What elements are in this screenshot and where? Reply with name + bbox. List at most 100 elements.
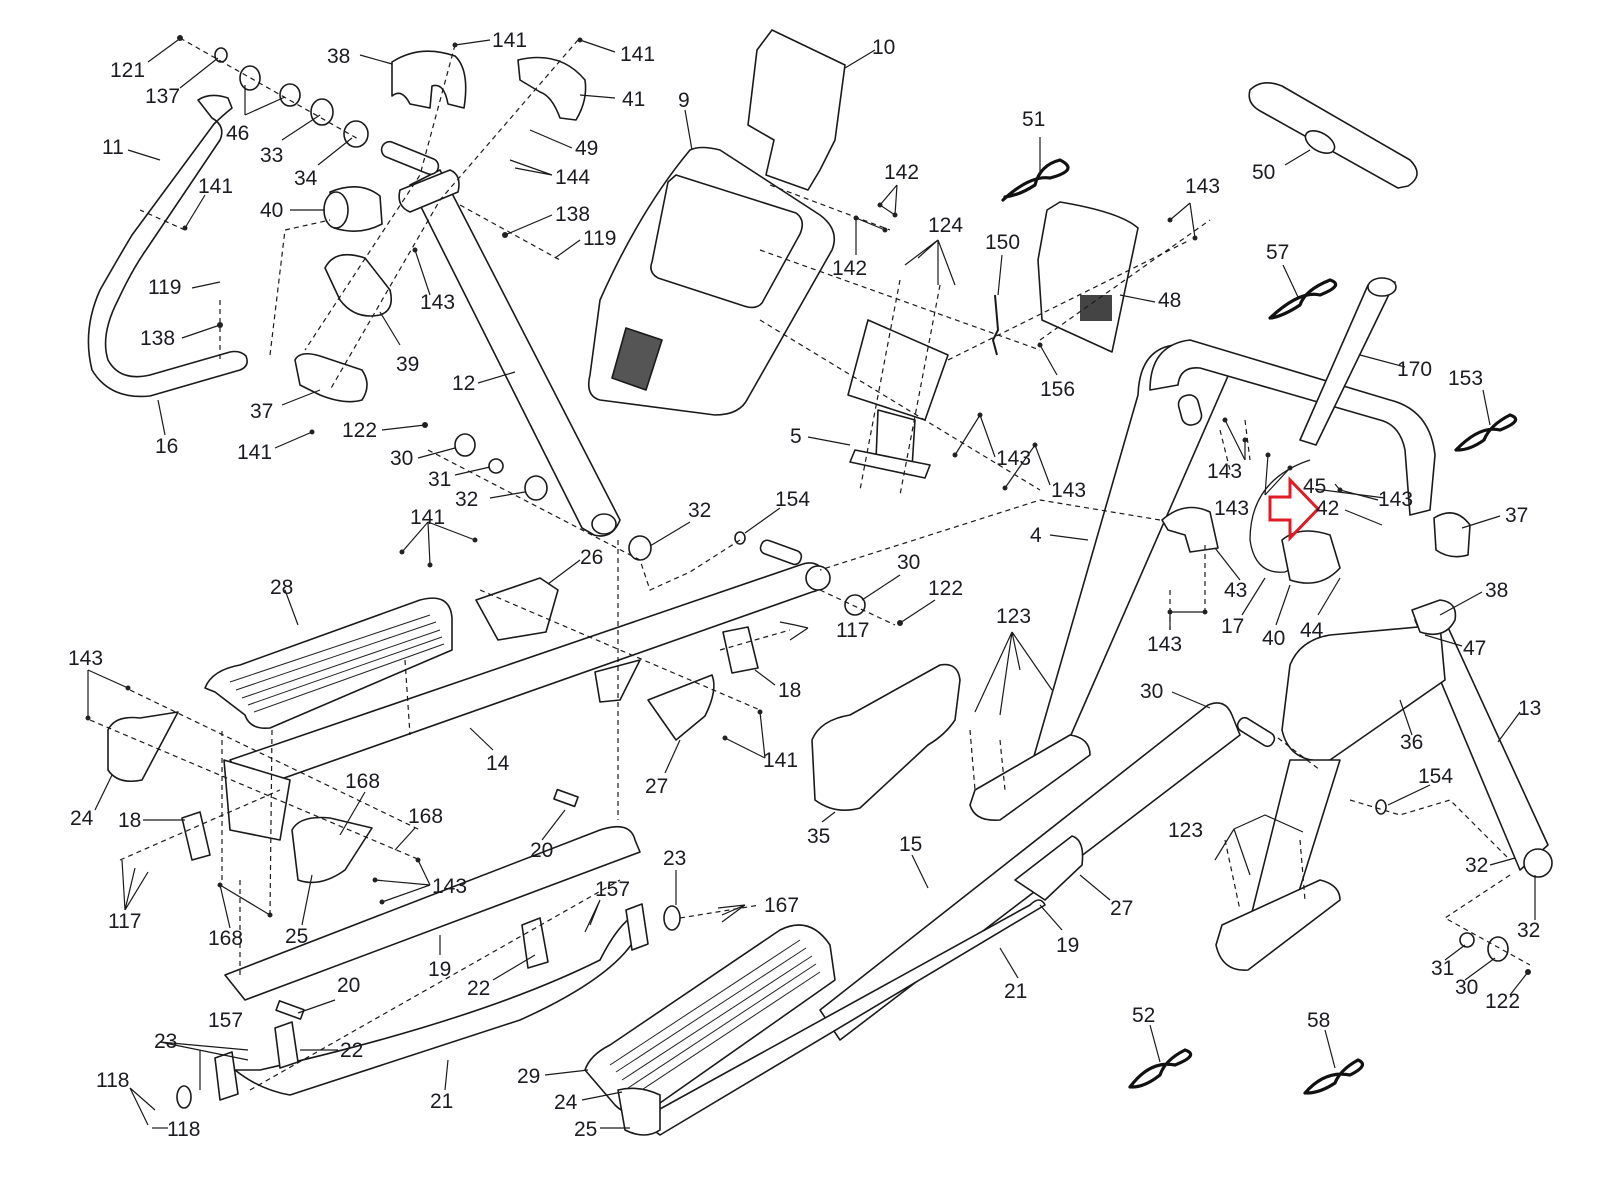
part-outlines [87, 29, 1553, 1136]
label-30: 30 [390, 447, 413, 470]
label-23: 23 [663, 847, 686, 870]
label-153: 153 [1448, 367, 1483, 390]
label-58: 58 [1307, 1009, 1330, 1032]
label-167: 167 [764, 894, 799, 917]
part-33-bearing [310, 98, 334, 126]
part-39-clamp [324, 253, 393, 317]
cable-58 [1303, 1058, 1365, 1095]
label-154: 154 [775, 488, 810, 511]
label-141: 141 [492, 29, 527, 52]
part-4-stub [1177, 394, 1203, 426]
part-27-bracket-left [647, 674, 715, 741]
label-11: 11 [102, 136, 124, 159]
part-38-cap [391, 50, 467, 109]
part-36-housing [1281, 624, 1446, 762]
label-42: 42 [1316, 497, 1339, 520]
part-30-washer-b [844, 594, 866, 616]
part-20-pad [553, 788, 579, 808]
label-143: 143 [1185, 175, 1220, 198]
label-21: 21 [430, 1090, 453, 1113]
part-137-washer [214, 47, 228, 63]
part-20-pad-b [275, 1000, 305, 1020]
part-35-shroud [811, 663, 961, 811]
part-pivot-sleeve [398, 169, 460, 213]
label-26: 26 [580, 546, 603, 569]
part-13-pivot [1523, 848, 1553, 878]
label-34: 34 [294, 167, 318, 190]
label-32: 32 [1517, 919, 1540, 942]
cable-150 [991, 294, 1000, 356]
label-168: 168 [408, 805, 443, 828]
label-117: 117 [108, 910, 141, 933]
part-50-pad [1304, 130, 1336, 154]
label-49: 49 [575, 137, 598, 160]
label-24: 24 [554, 1091, 578, 1114]
label-142: 142 [884, 161, 919, 184]
label-30: 30 [1455, 976, 1478, 999]
label-143: 143 [420, 291, 455, 314]
label-142: 142 [832, 257, 867, 280]
label-52: 52 [1132, 1004, 1155, 1027]
label-19: 19 [428, 958, 451, 981]
label-22: 22 [340, 1039, 363, 1062]
cable-153 [1454, 413, 1518, 452]
label-30: 30 [1140, 680, 1163, 703]
part-4-upright [1029, 343, 1236, 771]
label-57: 57 [1266, 241, 1289, 264]
part-14-pivot [805, 565, 831, 591]
label-25: 25 [285, 925, 308, 948]
label-137: 137 [145, 85, 180, 108]
part-170-cap [1367, 277, 1397, 297]
part-rear-foot [1215, 879, 1341, 971]
part-11-handle [87, 94, 248, 398]
part-front-foot [969, 734, 1091, 822]
label-36: 36 [1400, 731, 1423, 754]
label-29: 29 [517, 1065, 540, 1088]
part-40-roller-face [323, 191, 349, 229]
label-14: 14 [486, 752, 510, 775]
label-9: 9 [678, 89, 690, 112]
part-9-console-screen [650, 174, 804, 309]
part-19-rail [224, 825, 641, 1001]
part-22-plate [521, 917, 549, 969]
label-18: 18 [118, 809, 141, 832]
label-143: 143 [1214, 497, 1249, 520]
label-20: 20 [530, 839, 553, 862]
part-left-endplate [214, 1051, 239, 1101]
label-39: 39 [396, 353, 419, 376]
label-51: 51 [1022, 108, 1045, 131]
label-38: 38 [1485, 579, 1508, 602]
label-24: 24 [70, 807, 94, 830]
part-22-plate-b [274, 1021, 299, 1069]
label-15: 15 [899, 833, 922, 856]
label-45: 45 [1303, 475, 1326, 498]
label-118: 118 [167, 1118, 200, 1141]
part-34-retainer [343, 120, 369, 148]
label-22: 22 [467, 977, 490, 1000]
label-40: 40 [1262, 627, 1285, 650]
part-29-grill [609, 939, 821, 1096]
label-143: 143 [68, 647, 103, 670]
label-40: 40 [260, 199, 283, 222]
label-122: 122 [342, 419, 377, 442]
part-5-bracket-base [849, 449, 931, 479]
label-123: 123 [1168, 819, 1203, 842]
label-141: 141 [198, 175, 233, 198]
label-157: 157 [208, 1009, 243, 1032]
part-30-washer [454, 433, 476, 457]
label-138: 138 [555, 203, 590, 226]
label-143: 143 [1378, 488, 1413, 511]
label-41: 41 [622, 88, 645, 111]
part-axle [380, 140, 440, 176]
label-117: 117 [836, 619, 869, 642]
part-32-bushing-b [628, 535, 652, 561]
label-118: 118 [96, 1069, 129, 1092]
label-25: 25 [574, 1118, 597, 1141]
part-top-frame-hoop [1149, 339, 1436, 516]
label-141: 141 [620, 43, 655, 66]
part-labels: 121 137 11 46 33 34 141 40 119 138 16 37… [68, 29, 1541, 1141]
part-46-bushing-2 [279, 83, 301, 107]
part-mid-bracket [594, 659, 641, 703]
label-143: 143 [996, 447, 1031, 470]
